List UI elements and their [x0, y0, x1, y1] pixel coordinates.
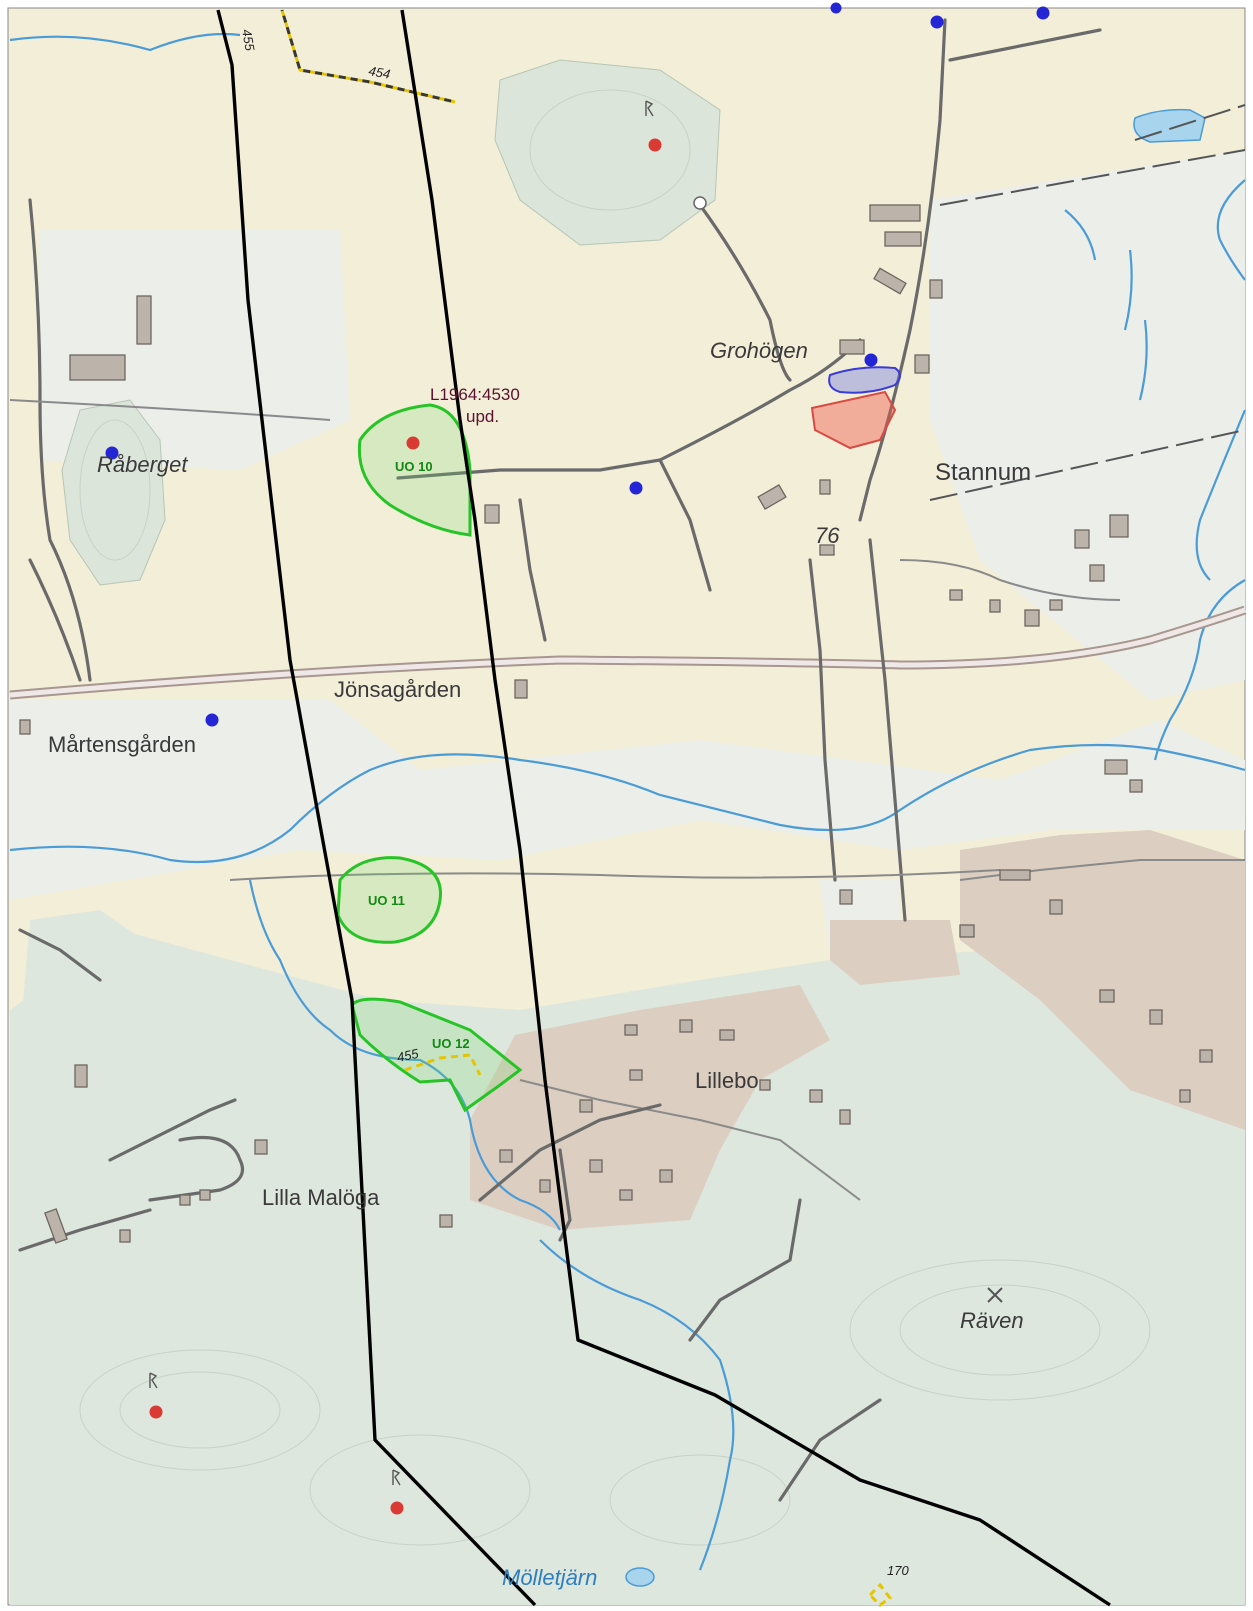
object-dot: [864, 353, 878, 367]
label-lillebo: Lillebo: [695, 1068, 759, 1093]
corridor-lines: [216, 9, 1111, 1607]
point-markers: [105, 2, 1050, 1515]
label-martensgarden: Mårtensgården: [48, 732, 196, 757]
roads: [9, 18, 1247, 1502]
uo-areas: [336, 403, 893, 1607]
corridor-east-line: [400, 9, 1111, 1607]
label-plot-170: 170: [887, 1563, 909, 1578]
label-plot-454: 454: [367, 63, 391, 82]
label-raberget: Råberget: [97, 452, 188, 477]
uo12-area: [350, 997, 523, 1113]
label-molletjarn: Mölletjärn: [502, 1565, 597, 1590]
label-ref-line1: L1964:4530: [430, 385, 520, 404]
object-dot: [105, 446, 119, 460]
map-labels: Råberget Grohögen Stannum Jönsagården Må…: [48, 28, 1031, 1590]
grohogen-object-areas: [810, 366, 901, 450]
waypoint-dot: [693, 196, 707, 210]
label-uo10: UO 10: [395, 459, 433, 474]
label-uo11: UO 11: [368, 893, 405, 908]
property-boundaries: [280, 9, 1246, 501]
label-plot-455-top: 455: [239, 28, 258, 53]
label-grohogen: Grohögen: [710, 338, 808, 363]
remain-dot: [406, 436, 420, 450]
corridor-west-line: [216, 9, 537, 1607]
label-raven: Räven: [960, 1308, 1024, 1333]
object-dot: [629, 481, 643, 495]
label-uo12: UO 12: [432, 1036, 470, 1051]
remain-dot: [149, 1405, 163, 1419]
label-road-76: 76: [815, 523, 840, 548]
contour-lines: [79, 89, 1151, 1546]
buildings: [19, 204, 1213, 1244]
streams: [9, 32, 1247, 1571]
forest-areas: [10, 59, 1245, 1605]
remain-dot: [648, 138, 662, 152]
label-ref-line2: upd.: [466, 407, 499, 426]
label-lilla-maloga: Lilla Malöga: [262, 1185, 380, 1210]
object-dot: [830, 2, 842, 14]
label-stannum: Stannum: [935, 459, 1031, 486]
object-dot: [205, 713, 219, 727]
ancient-remain-r-icon: [149, 100, 654, 1486]
label-plot-455-uo12: 455: [396, 1046, 421, 1065]
object-dot: [930, 15, 944, 29]
object-dot: [1036, 6, 1050, 20]
label-jonsagarden: Jönsagården: [334, 677, 461, 702]
uo10-area: [357, 403, 472, 537]
remain-dot: [390, 1501, 404, 1515]
settlement-areas: [470, 830, 1245, 1230]
hilltop-x-icon: [987, 1287, 1003, 1303]
uo11-area: [336, 856, 442, 944]
